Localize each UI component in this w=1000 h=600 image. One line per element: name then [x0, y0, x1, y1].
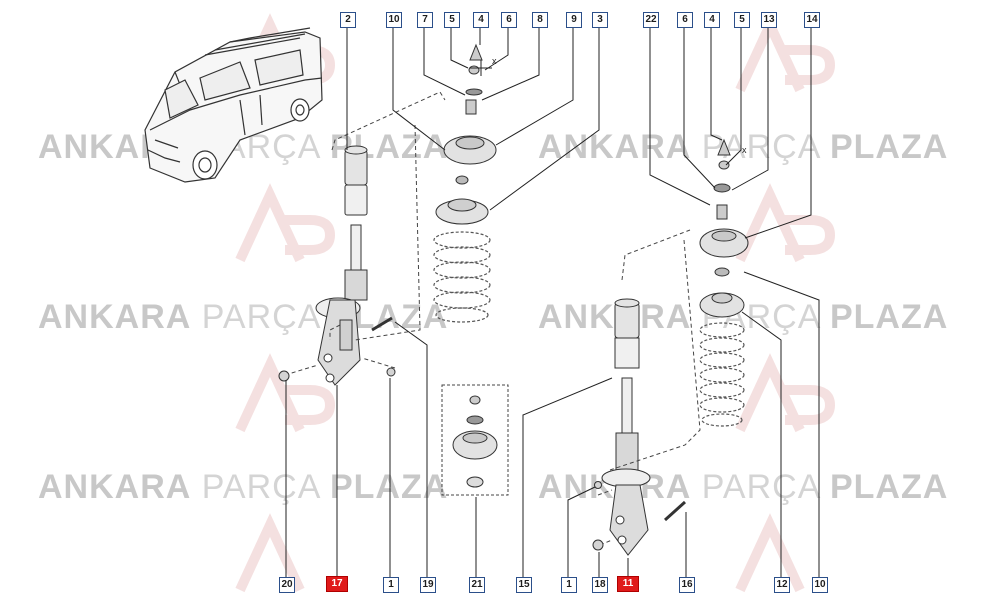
- callout-part-10[interactable]: 10: [386, 12, 402, 28]
- callout-part-12[interactable]: 12: [774, 577, 790, 593]
- callout-part-6[interactable]: 6: [677, 12, 693, 28]
- callout-part-22[interactable]: 22: [643, 12, 659, 28]
- callout-part-20[interactable]: 20: [279, 577, 295, 593]
- left-spring-seat: [435, 43, 497, 225]
- callout-part-5[interactable]: 5: [444, 12, 460, 28]
- callout-part-2[interactable]: 2: [340, 12, 356, 28]
- van-illustration: [144, 27, 323, 183]
- callout-part-7[interactable]: 7: [417, 12, 433, 28]
- callout-part-15[interactable]: 15: [516, 577, 532, 593]
- callout-part-14[interactable]: 14: [804, 12, 820, 28]
- callout-part-19[interactable]: 19: [420, 577, 436, 593]
- callout-part-11-highlighted[interactable]: 11: [617, 576, 639, 592]
- callout-part-17-highlighted[interactable]: 17: [326, 576, 348, 592]
- callout-part-6[interactable]: 6: [501, 12, 517, 28]
- callout-part-9[interactable]: 9: [566, 12, 582, 28]
- right-mount-parts: [699, 138, 749, 318]
- callout-part-21[interactable]: 21: [469, 577, 485, 593]
- callout-part-8[interactable]: 8: [532, 12, 548, 28]
- left-mount-kit: [441, 384, 509, 496]
- right-coil-spring: [699, 322, 745, 427]
- callout-part-5[interactable]: 5: [734, 12, 750, 28]
- left-strut-assembly: [315, 145, 368, 386]
- callout-part-1[interactable]: 1: [383, 577, 399, 593]
- right-strut-assembly: [601, 298, 651, 556]
- leader-lines: [285, 27, 820, 578]
- callout-part-10[interactable]: 10: [812, 577, 828, 593]
- callout-part-4[interactable]: 4: [473, 12, 489, 28]
- axis-mark-label: x: [742, 145, 747, 155]
- hardware-nuts-bolts: [278, 316, 687, 551]
- callout-part-4[interactable]: 4: [704, 12, 720, 28]
- axis-mark-label: x: [492, 56, 497, 66]
- assembly-guide-lines: [284, 91, 701, 546]
- callout-part-13[interactable]: 13: [761, 12, 777, 28]
- callout-part-18[interactable]: 18: [592, 577, 608, 593]
- callout-part-1[interactable]: 1: [561, 577, 577, 593]
- callout-part-3[interactable]: 3: [592, 12, 608, 28]
- left-coil-spring: [433, 231, 491, 323]
- callout-part-16[interactable]: 16: [679, 577, 695, 593]
- watermark-row: ANKARA PARÇA PLAZA: [38, 468, 449, 506]
